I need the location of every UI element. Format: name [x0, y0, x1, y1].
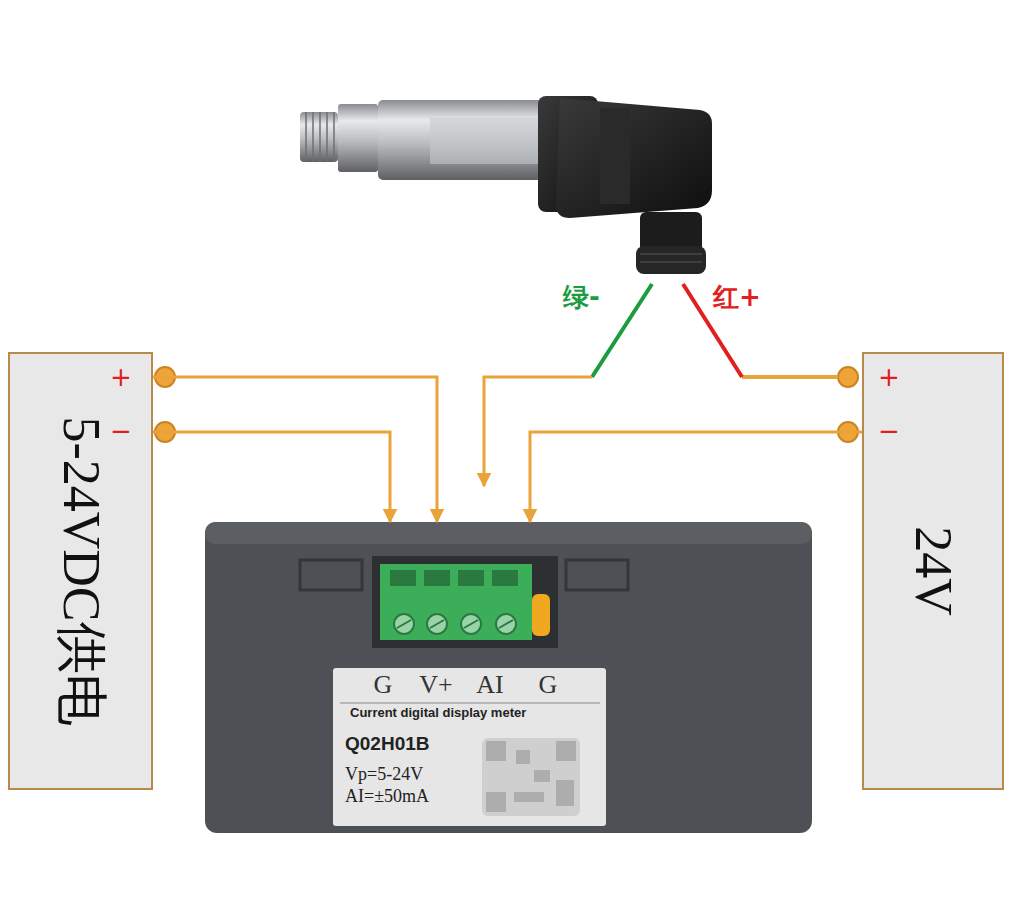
- polarity-sign: +: [878, 364, 900, 390]
- pressure-sensor: [300, 96, 712, 274]
- pin-name: G: [539, 672, 558, 698]
- polarity-sign: +: [110, 364, 132, 390]
- display-meter: Current digital display meterQ02H01B Vp=5…: [205, 522, 812, 833]
- polarity-sign: −: [110, 418, 132, 444]
- pin-name: AI: [476, 672, 503, 698]
- supply-label: 5-24VDC供电: [55, 416, 107, 725]
- polarity-sign: −: [878, 418, 900, 444]
- wire: [153, 377, 437, 522]
- pin-name: G: [374, 672, 393, 698]
- meter-spec-text: Q02H01B: [345, 734, 430, 755]
- wire: [530, 432, 862, 522]
- qr-code: [482, 738, 580, 816]
- supply-label: 24V: [907, 526, 959, 616]
- meter-housing: [205, 522, 812, 833]
- meter-spec-text: Vp=5-24V: [345, 765, 423, 785]
- wire-color-label: 绿-: [563, 284, 600, 310]
- wire-color-label: 红+: [713, 284, 761, 310]
- sensor-wire: [484, 284, 838, 486]
- meter-spec-text: AI=±50mA: [345, 787, 429, 807]
- meter-spec-text: Current digital display meter: [350, 706, 526, 720]
- pin-name: V+: [419, 672, 452, 698]
- wire: [153, 432, 390, 522]
